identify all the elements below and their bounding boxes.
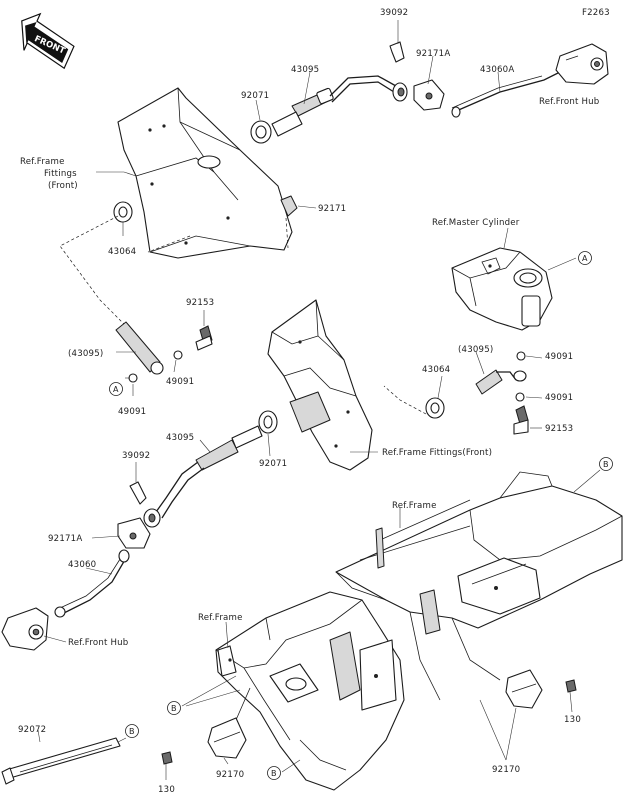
svg-text:B: B — [271, 769, 277, 778]
callout-92153-left: 92153 — [186, 298, 214, 308]
callout-92153-right: 92153 — [545, 424, 573, 434]
svg-text:B: B — [171, 704, 177, 713]
callout-43064-right: 43064 — [422, 365, 450, 375]
ref-mark-b-mid-left: B — [167, 701, 181, 715]
right-brake-hose-assembly — [383, 351, 529, 435]
figure-code: F2263 — [582, 8, 610, 18]
callout-92171A-top: 92171A — [416, 49, 450, 59]
callout-92170-right: 92170 — [492, 765, 520, 775]
frame-fittings-front-lower — [267, 299, 373, 471]
callout-92071-mid: 92071 — [259, 459, 287, 469]
ref-mark-b-strap: B — [125, 724, 139, 738]
callout-92171: 92171 — [318, 204, 346, 214]
callout-43060A: 43060A — [480, 65, 514, 75]
callout-49091-left-a: 49091 — [166, 377, 194, 387]
callout-43095-top: 43095 — [291, 65, 319, 75]
middle-brake-hose-assembly — [1, 410, 278, 651]
callout-ref-frame-top: Ref.Frame — [392, 501, 437, 511]
callout-130-left: 130 — [158, 785, 175, 795]
callout-ref-master-cylinder: Ref.Master Cylinder — [432, 218, 520, 228]
leader-lines — [37, 20, 601, 780]
part-callouts: 39092 43095 92171A 43060A Ref.Front Hub … — [18, 8, 599, 795]
ref-mark-a-left: A — [109, 382, 123, 396]
callout-ref-frame-fittings-l2: Fittings — [44, 169, 77, 179]
main-frame — [215, 471, 623, 791]
svg-text:A: A — [113, 385, 119, 394]
callout-43064-left: 43064 — [108, 247, 136, 257]
callout-ref-front-hub-bottom: Ref.Front Hub — [68, 638, 128, 648]
callout-92171A-mid: 92171A — [48, 534, 82, 544]
callout-ref-frame-fittings-front-long: Ref.Frame Fittings(Front) — [382, 448, 492, 458]
ref-mark-a-master: A — [578, 251, 592, 265]
callout-ref-frame-fittings-l1: Ref.Frame — [20, 157, 65, 167]
callout-49091-left-b: 49091 — [118, 407, 146, 417]
clamps-and-bolts — [161, 669, 577, 765]
callout-92071-top: 92071 — [241, 91, 269, 101]
callout-49091-right-b: 49091 — [545, 393, 573, 403]
cable-strap — [1, 737, 121, 785]
master-cylinder — [451, 247, 553, 331]
callout-43095-mid: 43095 — [166, 433, 194, 443]
svg-text:B: B — [129, 727, 135, 736]
callout-43095-paren-left: (43095) — [68, 349, 103, 359]
svg-text:A: A — [582, 254, 588, 263]
callout-130-right: 130 — [564, 715, 581, 725]
callout-ref-frame-bottom: Ref.Frame — [198, 613, 243, 623]
callout-39092-top: 39092 — [380, 8, 408, 18]
callout-92072: 92072 — [18, 725, 46, 735]
callout-39092-mid: 39092 — [122, 451, 150, 461]
ref-mark-b-top-right: B — [599, 457, 613, 471]
frame-fittings-front-upper — [117, 87, 293, 259]
callout-43060: 43060 — [68, 560, 96, 570]
callout-49091-right-a: 49091 — [545, 352, 573, 362]
callout-ref-front-hub-top: Ref.Front Hub — [539, 97, 599, 107]
callout-43095-paren-right: (43095) — [458, 345, 493, 355]
callout-92170-left: 92170 — [216, 770, 244, 780]
ref-mark-b-bottom: B — [267, 766, 281, 780]
svg-text:B: B — [603, 460, 609, 469]
callout-ref-frame-fittings-l3: (Front) — [48, 181, 78, 191]
upper-brake-hose-assembly — [59, 41, 609, 383]
front-direction-badge: FRONT — [21, 12, 75, 70]
